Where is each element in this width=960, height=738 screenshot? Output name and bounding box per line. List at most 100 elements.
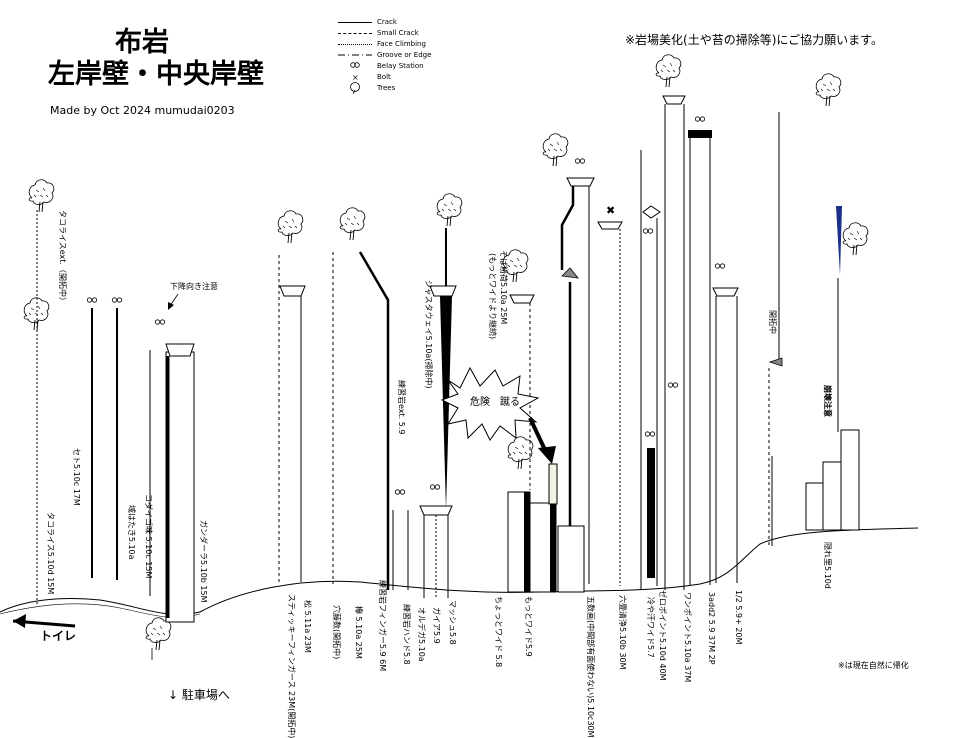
belay-icon (394, 489, 406, 495)
danger-burst (440, 366, 540, 441)
tree-icon (350, 82, 360, 94)
belay-icon (429, 484, 441, 490)
route-label: 冷や汗ワイド5.7 (646, 597, 655, 658)
bolt-icon: × (352, 73, 359, 82)
route-ledge-gray (768, 357, 783, 367)
legend-label: Small Crack (377, 29, 419, 37)
route-label: 五数画(中間部有面使わない)5.10c30M (586, 596, 595, 738)
belay-icon (644, 431, 656, 437)
tree-icon (655, 54, 682, 88)
route-block (165, 351, 195, 623)
route-label: 1/2 5.9+ 20M (734, 590, 743, 645)
bolt-icon: ✖ (606, 204, 615, 217)
route-label: 3add2 5.9 37M 2P (707, 592, 716, 665)
belay-ledge (419, 505, 453, 516)
legend-groove: Groove or Edge (338, 50, 478, 60)
route-block (805, 482, 825, 531)
route-label: 練習岩ext. 5.9 (397, 380, 406, 435)
tree-icon (542, 133, 569, 167)
belay-icon (154, 319, 166, 325)
descent-caution: 下降向き注意 (170, 282, 218, 291)
tree-icon (23, 297, 50, 331)
descent-arrowhead (168, 302, 174, 310)
route-label: ワンポイント5.10a 37M (683, 592, 692, 683)
route-crack-fill (550, 503, 556, 592)
route-label: ちょっとワイド 5.8 (494, 596, 503, 668)
legend-belay: Belay Station (338, 61, 478, 71)
page-title-line2: 左岸壁・中央岸壁 (48, 59, 264, 90)
legend: Crack Small Crack Face Climbing Groove o… (338, 17, 478, 99)
route-label: 欅 5.10a 25M (354, 606, 363, 659)
tree-icon (436, 193, 463, 227)
belay-ledge (662, 95, 686, 105)
route-block (548, 463, 558, 505)
tree-icon (28, 179, 55, 213)
tree-icon (815, 73, 842, 107)
danger-label: 危険 蹴る (470, 397, 520, 408)
page-title-line1: 布岩 (115, 27, 169, 58)
legend-face: Face Climbing (338, 39, 478, 49)
danger-arrowhead (538, 446, 556, 464)
route-crack-wedge (836, 206, 842, 275)
belay-icon (111, 297, 123, 303)
svg-text:×: × (352, 73, 359, 82)
route-label: もっとワイド5.9 (524, 596, 533, 657)
route-label: セト5.10c 17M (72, 448, 81, 506)
ground-line (0, 527, 919, 615)
route-label: タコライス5.10d 15M (46, 512, 55, 595)
legend-label: Groove or Edge (377, 51, 432, 59)
parking-label: ↓ 駐車場へ (168, 688, 230, 702)
route-label: 域はたき5.10a (127, 505, 136, 560)
legend-label: Face Climbing (377, 40, 426, 48)
tree-icon (339, 207, 366, 241)
belay-ledge (642, 205, 661, 219)
route-block-top (688, 130, 712, 138)
route-label: 練習岩ハンド5.8 (402, 604, 411, 665)
legend-trees: Trees (338, 82, 478, 94)
route-crack-wedge (440, 296, 452, 510)
route-line (358, 251, 390, 590)
route-crack-fill (647, 448, 655, 578)
route-label: ガンダーラ5.10b 15M (199, 520, 208, 603)
tree-icon (277, 210, 304, 244)
belay-icon (667, 382, 679, 388)
belay-ledge (429, 285, 457, 297)
sobabari-label: そば粉荷5.10a 25M (499, 250, 508, 325)
route-label: スティッキーフィンガース 23M(開拓中) (287, 594, 296, 738)
belay-ledge (597, 221, 623, 230)
belay-ledge (165, 343, 195, 357)
route-label: 六畳清浄5.10b 30M (618, 595, 627, 670)
toilet-label: トイレ (40, 629, 77, 643)
route-label: 穴藤数(開拓中) (332, 605, 341, 660)
belay-icon (86, 297, 98, 303)
belay-ledge (712, 287, 739, 297)
sobabari-note: (もっとワイドより継続) (488, 253, 497, 340)
cleanup-notice: ※岩場美化(土や苔の掃除等)にご協力願います。 (625, 33, 883, 47)
route-label: ゼロポイント5.10d 40M (658, 590, 667, 681)
legend-label: Belay Station (377, 62, 424, 70)
legend-bolt: × Bolt (338, 72, 478, 82)
tree-icon (507, 436, 534, 470)
legend-label: Trees (377, 84, 396, 92)
route-label: ガイア5.9 (432, 607, 441, 644)
legend-crack: Crack (338, 17, 478, 27)
route-label: 松 5.11a 23M (303, 600, 312, 653)
route-crack-fill (524, 492, 530, 592)
danger-arrow (528, 417, 548, 453)
route-label: 隠れ里5.10d (823, 542, 832, 589)
route-block (840, 429, 860, 531)
route-label: ジャスタウェイ5.10a(掃除中) (424, 280, 433, 389)
route-label: タコライスext.（開拓中） (58, 210, 67, 305)
route-block (822, 461, 842, 531)
route-ledge-gray (561, 267, 579, 279)
kaitaku-label: 開拓中 (768, 310, 777, 334)
belay-icon (642, 228, 654, 234)
belay-icon (694, 116, 706, 122)
belay-icon (574, 158, 586, 164)
route-label: マッシュ5.8 (448, 600, 457, 645)
belay-icon (350, 62, 360, 68)
natural-note: ※は現在自然に帰化 (838, 661, 909, 670)
belay-ledge (279, 285, 306, 297)
legend-small-crack: Small Crack (338, 28, 478, 38)
legend-label: Crack (377, 18, 397, 26)
